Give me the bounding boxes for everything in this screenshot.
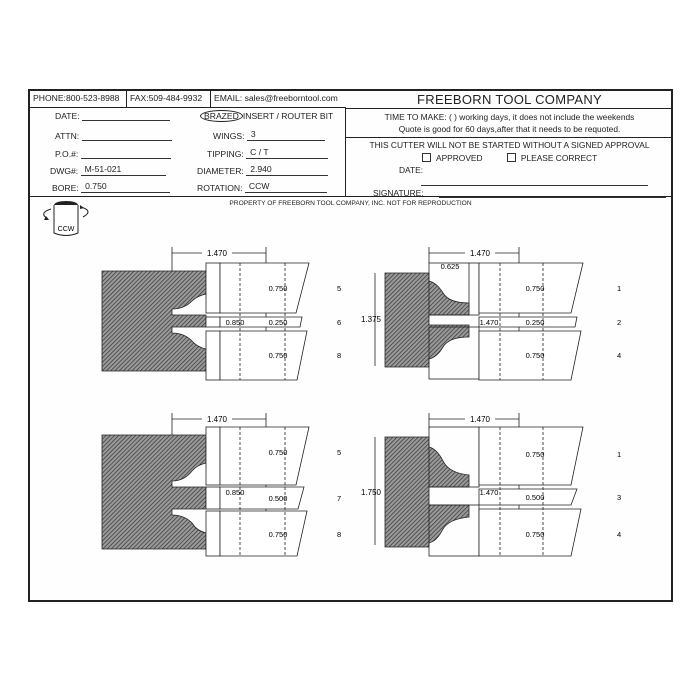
company-name: FREEBORN TOOL COMPANY (346, 91, 673, 109)
dwg-value[interactable]: M-51-021 (84, 164, 122, 174)
cutter-number: 2 (617, 318, 621, 327)
email-address: EMAIL: sales@freeborntool.com (214, 93, 338, 103)
fax-number: FAX:509-484-9932 (127, 91, 211, 107)
bore-value[interactable]: 0.750 (85, 181, 107, 191)
tipping-field[interactable]: TIPPING: C / T (207, 147, 329, 159)
time-to-make-text: TIME TO MAKE: ( ) working days, it does … (384, 112, 635, 122)
po-field[interactable]: P.O.#: (55, 148, 171, 159)
terms-block: TIME TO MAKE: ( ) working days, it does … (346, 108, 673, 138)
cutter-number: 4 (617, 530, 621, 539)
cutter-number: 8 (337, 351, 341, 360)
cutter-height: 0.750 (269, 448, 288, 457)
dimension-depth: 0.850 (226, 488, 245, 497)
checkbox-icon[interactable] (422, 153, 431, 162)
cutter-height: 0.250 (269, 318, 288, 327)
approval-date-field[interactable]: DATE: (399, 165, 673, 186)
dwg-field[interactable]: DWG#: M-51-021 (50, 164, 166, 176)
cutter-number: 8 (337, 530, 341, 539)
dimension-height: 1.375 (361, 315, 382, 324)
bore-field[interactable]: BORE: 0.750 (52, 181, 171, 193)
dimension-depth: 0.850 (226, 318, 245, 327)
dimension-width: 1.470 (470, 249, 491, 258)
cutter-height: 0.750 (526, 450, 545, 459)
cutter-height: 0.500 (526, 493, 545, 502)
form-header: PHONE:800-523-8988 FAX:509-484-9932 EMAI… (30, 91, 673, 198)
signature-line[interactable] (438, 187, 666, 198)
approval-notice: THIS CUTTER WILL NOT BE STARTED WITHOUT … (369, 140, 650, 150)
profile-bottom-right: 1.470 1.750 0.750 1.470 0.500 0.750 1 3 … (361, 413, 621, 557)
insert-router-options[interactable]: INSERT / ROUTER BIT (242, 111, 334, 121)
diameter-field[interactable]: DIAMETER: 2.940 (197, 164, 329, 176)
ccw-label: CCW (58, 226, 75, 233)
dimension-width: 1.470 (207, 249, 228, 258)
cutter-height: 0.750 (526, 530, 545, 539)
cutter-height: 0.750 (526, 351, 545, 360)
dimension-height: 1.750 (361, 488, 382, 497)
date-field[interactable]: DATE: (55, 110, 171, 121)
order-details: DATE: ATTN: P.O.#: DWG#: M-51-021 BORE: … (30, 107, 346, 197)
cutter-number: 6 (337, 318, 341, 327)
rotation-value[interactable]: CCW (248, 181, 270, 191)
attn-field[interactable]: ATTN: (55, 130, 172, 141)
cutter-height: 0.750 (269, 351, 288, 360)
cutter-drawings: 1.470 0.750 0.850 0.250 0.750 5 6 8 1.47… (101, 247, 621, 557)
cutter-number: 4 (617, 351, 621, 360)
dimension-width: 1.470 (207, 415, 228, 424)
wings-value[interactable]: 3 (250, 129, 256, 139)
contact-bar: PHONE:800-523-8988 FAX:509-484-9932 EMAI… (30, 91, 346, 108)
checkbox-icon[interactable] (506, 153, 516, 162)
approval-options: APPROVED PLEASE CORRECT (422, 153, 673, 163)
diameter-value[interactable]: 2.940 (250, 164, 272, 174)
cutter-number: 1 (617, 450, 621, 459)
cutter-number: 5 (337, 284, 341, 293)
cutter-number: 7 (337, 494, 341, 503)
dimension-depth: 1.470 (480, 488, 499, 497)
dimension-width: 1.470 (470, 415, 491, 424)
tipping-value[interactable]: C / T (250, 147, 269, 157)
order-form-sheet: PHONE:800-523-8988 FAX:509-484-9932 EMAI… (28, 89, 673, 602)
brazed-option-selected[interactable]: BRAZED (200, 110, 243, 122)
cutter-number: 5 (337, 448, 341, 457)
rotation-field[interactable]: ROTATION: CCW (197, 181, 327, 193)
cutter-number: 3 (617, 493, 621, 502)
profile-top-left: 1.470 0.750 0.850 0.250 0.750 5 6 8 (101, 247, 341, 381)
dimension-offset: 0.625 (441, 262, 460, 271)
cutter-height: 0.250 (526, 318, 545, 327)
quote-validity-text: Quote is good for 60 days,after that it … (398, 124, 621, 134)
property-notice: PROPERTY OF FREEBORN TOOL COMPANY, INC. … (229, 200, 472, 207)
approval-block: THIS CUTTER WILL NOT BE STARTED WITHOUT … (346, 138, 673, 198)
cutter-height: 0.750 (269, 284, 288, 293)
signature-field[interactable]: SIGNATURE: (373, 187, 673, 198)
profile-bottom-left: 1.470 0.750 0.850 0.500 0.750 5 7 8 (101, 413, 341, 557)
approval-date-line[interactable] (421, 175, 648, 186)
profile-top-right: 1.470 0.625 1.375 0.750 1.470 0.250 0.75… (361, 247, 621, 381)
cutter-height: 0.750 (269, 530, 288, 539)
please-correct-checkbox[interactable]: PLEASE CORRECT (506, 153, 597, 163)
approved-checkbox[interactable]: APPROVED (422, 153, 483, 163)
dimension-depth: 1.470 (480, 318, 499, 327)
cutter-height: 0.500 (269, 494, 288, 503)
cutter-height: 0.750 (526, 284, 545, 293)
cutter-number: 1 (617, 284, 621, 293)
ccw-rotation-icon: CCW (43, 201, 89, 236)
company-panel: FREEBORN TOOL COMPANY TIME TO MAKE: ( ) … (346, 91, 673, 198)
wings-field[interactable]: WINGS: 3 (213, 129, 325, 141)
phone-number: PHONE:800-523-8988 (30, 91, 127, 107)
